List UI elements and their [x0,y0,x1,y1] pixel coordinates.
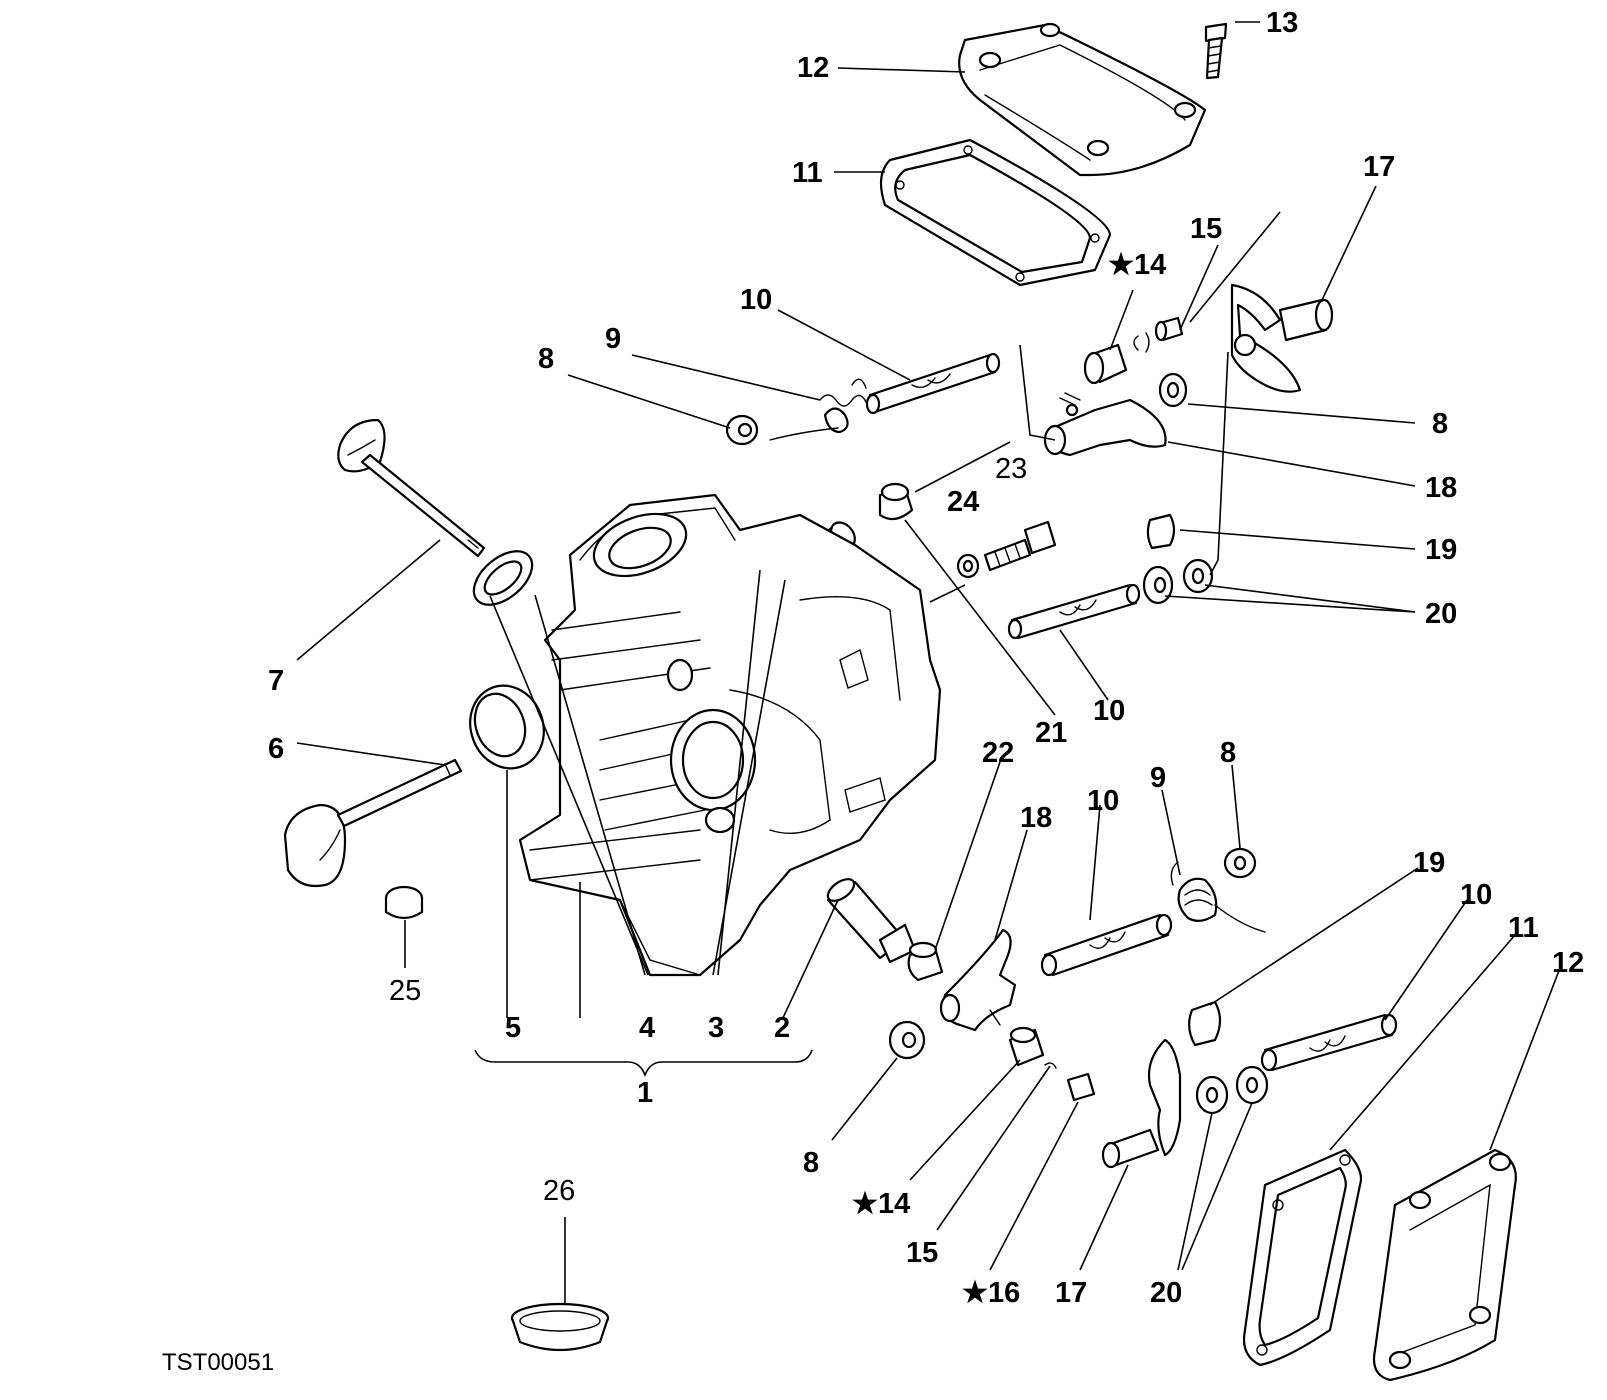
rocker-shaft-top [865,352,1001,415]
callout-8-right: 8 [1432,408,1448,440]
valve-seat-ring [469,684,545,770]
washers-bottom [1195,1065,1269,1115]
washer-24 [956,553,980,579]
rocker-shaft-lower [1040,913,1173,977]
callout-21: 21 [1035,717,1067,749]
callout-10-top: 10 [740,284,772,316]
callout-3: 3 [708,1012,724,1044]
washer-mid [1223,847,1257,879]
callout-26: 26 [543,1175,575,1207]
callout-15-bottom: 15 [906,1237,938,1269]
callout-12-low: 12 [1552,947,1584,979]
callout-2: 2 [774,1012,790,1044]
callout-19-low: 19 [1413,847,1445,879]
clip-lower [1188,1000,1222,1047]
callout-8-bottom: 8 [803,1147,819,1179]
callout-5: 5 [505,1012,521,1044]
callout-24: 24 [947,486,979,518]
callout-4: 4 [639,1012,655,1044]
bolt-23 [983,520,1057,572]
callout-20-right: 20 [1425,598,1457,630]
callout-9-mid: 9 [1150,762,1166,794]
callout-13: 13 [1266,7,1298,39]
callout-18-right: 18 [1425,472,1457,504]
rocker-lever-bottom [1101,1038,1182,1169]
cap-26 [510,1302,610,1352]
callout-1: 1 [637,1077,653,1109]
rocker-arm-lower [939,928,1017,1032]
washer-right [1158,372,1188,408]
callout-10-mid: 10 [1093,695,1125,727]
callout-12-top: 12 [797,52,829,84]
callout-10-low: 10 [1087,785,1119,817]
rocker-arm-top [1043,392,1167,457]
cover-gasket-bottom [1242,1148,1363,1367]
callout-19-right: 19 [1425,534,1457,566]
rocker-lever-top [1230,283,1334,393]
callout-14-bottom: ★14 [852,1188,910,1220]
torsion-spring-lower [1170,861,1266,933]
washer-top [725,414,759,446]
exhaust-valve [283,758,463,888]
leader-lines [296,21,1561,1304]
callout-18-low: 18 [1020,802,1052,834]
cylinder-head [518,493,942,977]
callout-17-top: 17 [1363,151,1395,183]
callout-25: 25 [389,975,421,1007]
rocker-shaft-lower-2 [1260,1013,1398,1072]
callout-6: 6 [268,733,284,765]
valve-stem-seal [472,550,534,606]
callout-22: 22 [982,737,1014,769]
callout-8-mid: 8 [1220,737,1236,769]
bushing-bottom [1008,1026,1045,1067]
drawing-code: TST00051 [162,1349,274,1376]
callout-7: 7 [268,665,284,697]
clip-right [1146,513,1176,550]
intake-valve [337,418,486,558]
washer-bottom [888,1020,926,1060]
callout-11-top: 11 [792,157,823,189]
bushing-top [1083,343,1128,385]
guide-seal-lower [907,941,944,982]
callout-9-top: 9 [605,323,621,355]
callout-16: ★16 [962,1277,1020,1309]
callout-23: 23 [995,453,1027,485]
callout-20-bottom: 20 [1150,1277,1182,1309]
callout-17-bottom: 17 [1055,1277,1087,1309]
guide-seal [878,482,914,521]
callout-15-top: 15 [1190,213,1222,245]
cover-bolt [1204,22,1228,80]
valve-guide-lower [826,878,917,964]
callout-10-low2: 10 [1460,879,1492,911]
plug-25 [384,885,424,920]
callout-labels: 12 13 11 17 15 ★14 10 9 8 8 18 23 24 19 … [162,7,1584,1376]
torsion-spring-top [769,378,867,441]
sleeve-bottom [1044,1062,1096,1102]
rocker-shaft-mid [1007,583,1141,640]
callout-11-low: 11 [1508,912,1539,944]
washers-right [1142,558,1214,605]
valve-cover-top [958,22,1207,177]
sleeve-top [1133,316,1184,353]
callout-14-top: ★14 [1108,249,1166,281]
callout-8-top: 8 [538,343,554,375]
valve-cover-bottom [1372,1148,1517,1382]
cover-gasket-top [879,138,1112,287]
